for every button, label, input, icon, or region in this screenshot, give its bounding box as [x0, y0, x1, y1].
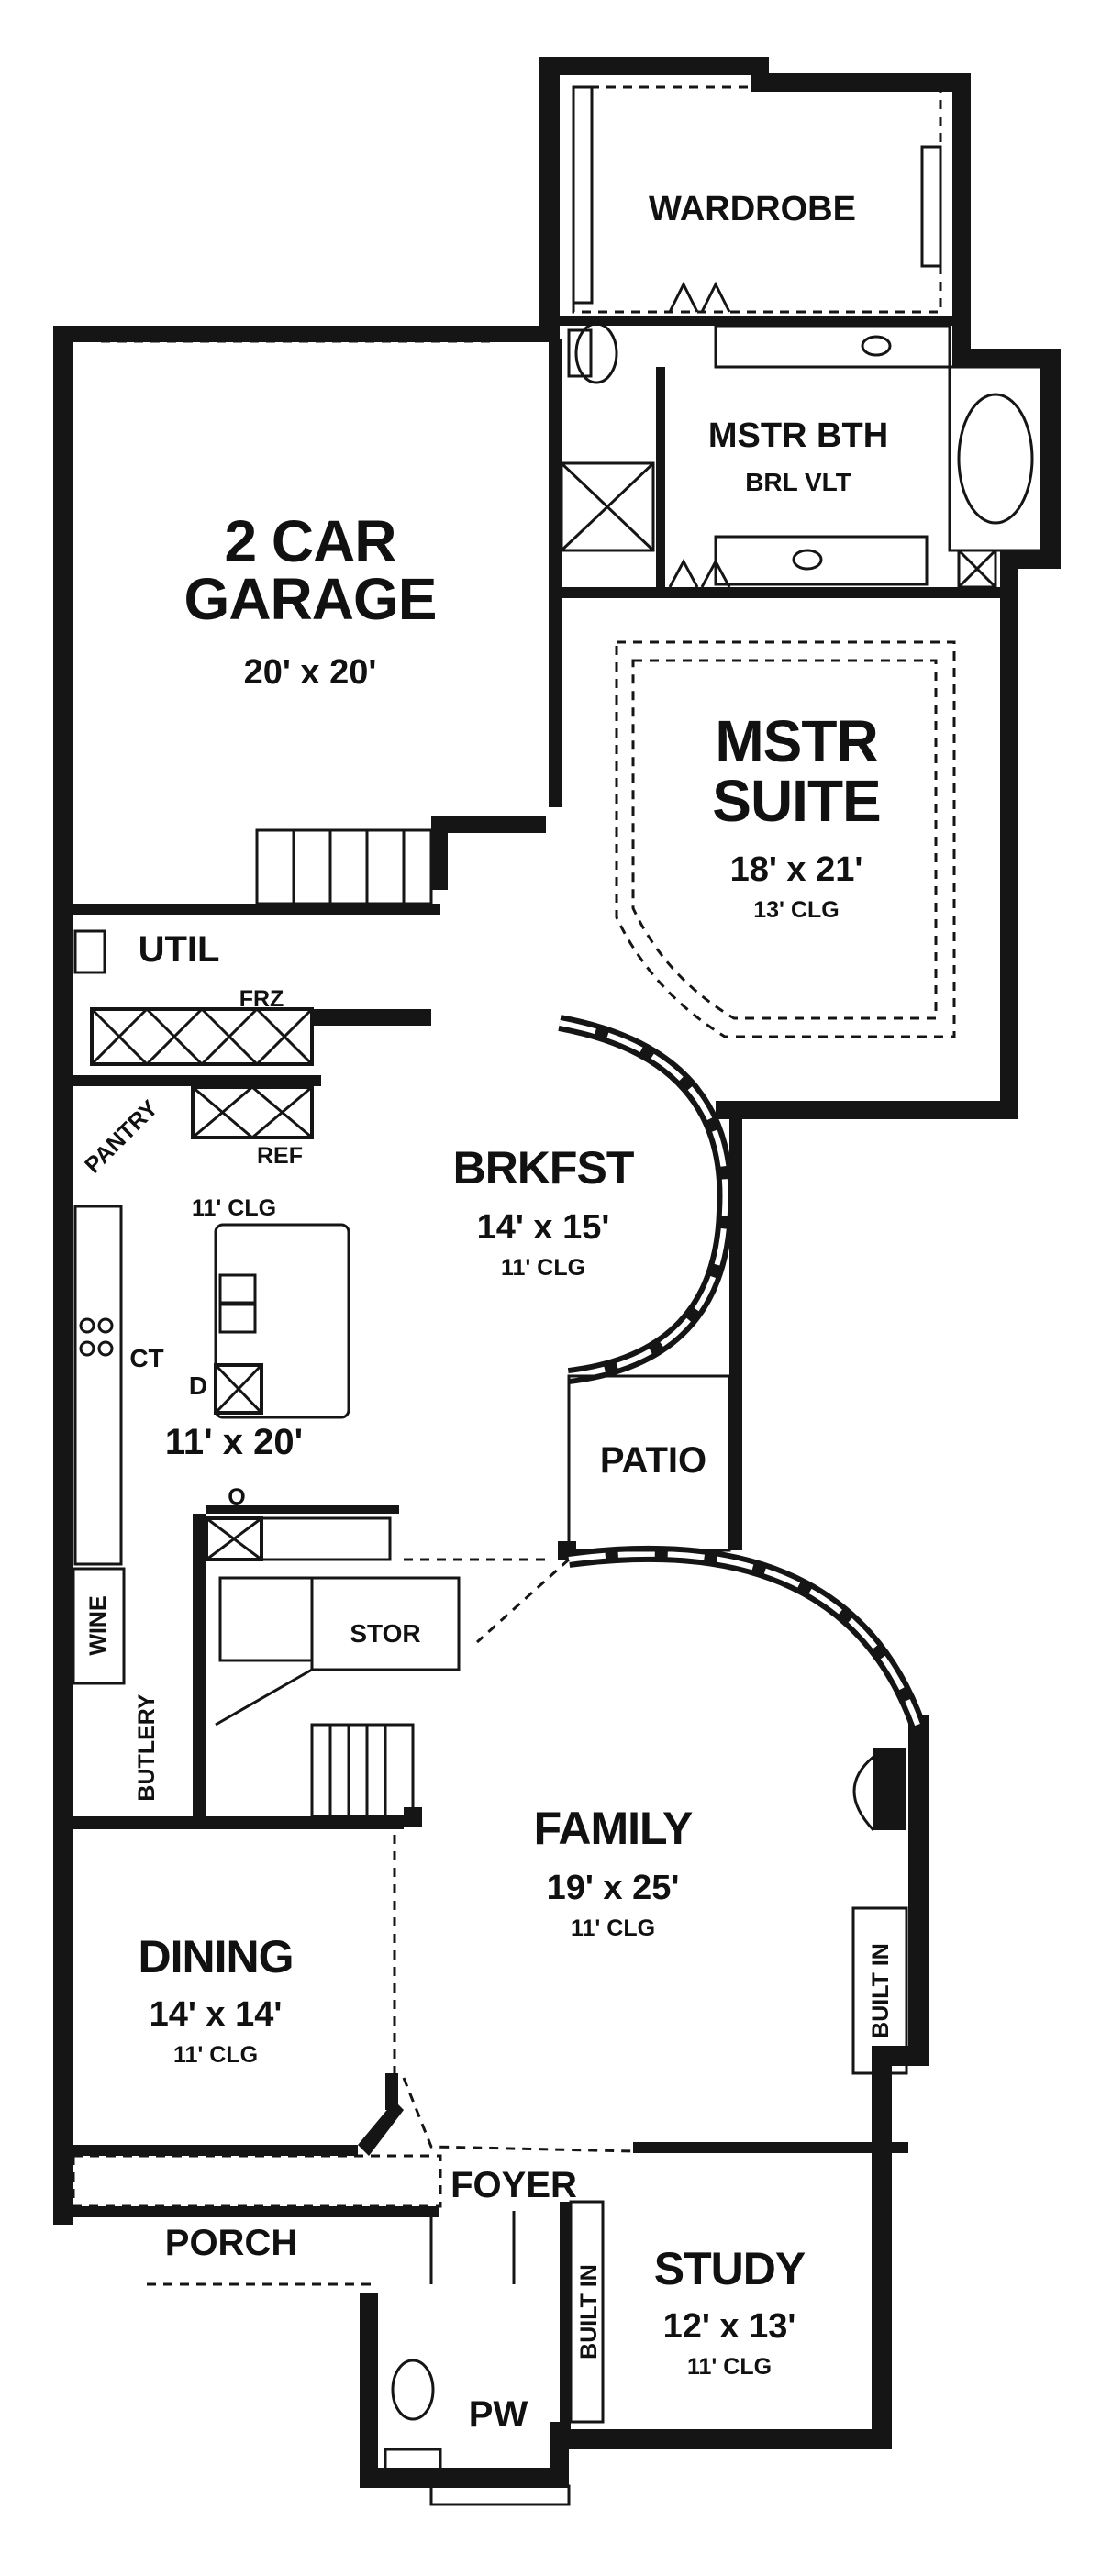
- master-suite-ceiling: 13' CLG: [753, 897, 839, 923]
- family-built-in-label: BUILT IN: [868, 1943, 894, 2038]
- freezer-label: FRZ: [239, 986, 284, 1012]
- breakfast-ceiling: 11' CLG: [501, 1255, 585, 1281]
- family-label: FAMILY: [534, 1803, 693, 1854]
- utility-label: UTIL: [139, 929, 220, 970]
- wine-label: WINE: [85, 1595, 111, 1655]
- wardrobe-label: WARDROBE: [649, 190, 856, 228]
- dining-label: DINING: [139, 1931, 294, 1982]
- master-suite-label-line1: MSTR: [715, 708, 877, 774]
- exterior-walls: [53, 57, 1061, 2488]
- master-bath-label: MSTR BTH: [708, 416, 888, 455]
- study-label: STUDY: [654, 2243, 806, 2294]
- dishwasher-label: D: [189, 1371, 207, 1400]
- garage-size: 20' x 20': [244, 653, 377, 692]
- dining-size: 14' x 14': [150, 1995, 283, 2034]
- pantry-label: PANTRY: [80, 1095, 163, 1179]
- garage-label-line2: GARAGE: [184, 566, 437, 632]
- refrigerator-label: REF: [257, 1143, 303, 1169]
- foyer-label: FOYER: [450, 2165, 577, 2205]
- cooktop-label: CT: [129, 1344, 163, 1372]
- family-ceiling: 11' CLG: [571, 1915, 655, 1941]
- storage-label: STOR: [350, 1619, 420, 1648]
- interior-walls: [73, 316, 1000, 2429]
- dining-ceiling: 11' CLG: [173, 2042, 258, 2068]
- kitchen-size: 11' x 20': [165, 1422, 303, 1462]
- master-suite-size: 18' x 21': [730, 850, 863, 889]
- master-bath-note: BRL VLT: [745, 468, 851, 496]
- porch-label: PORCH: [165, 2223, 297, 2263]
- garage-label-line1: 2 CAR: [224, 508, 395, 574]
- breakfast-size: 14' x 15': [477, 1208, 610, 1247]
- master-suite-label-line2: SUITE: [712, 768, 880, 834]
- study-ceiling: 11' CLG: [687, 2354, 772, 2380]
- study-size: 12' x 13': [663, 2307, 796, 2346]
- breakfast-label: BRKFST: [453, 1142, 634, 1194]
- room-labels: WARDROBE MSTR BTH BRL VLT 2 CAR GARAGE 2…: [80, 190, 894, 2435]
- fixtures: [72, 85, 1043, 2506]
- powder-room-label: PW: [469, 2394, 528, 2435]
- patio-label: PATIO: [600, 1440, 706, 1481]
- study-built-in-label: BUILT IN: [576, 2264, 602, 2359]
- family-size: 19' x 25': [547, 1869, 680, 1907]
- butlery-label: BUTLERY: [134, 1693, 160, 1801]
- kitchen-ceiling: 11' CLG: [192, 1195, 276, 1221]
- oven-label: O: [228, 1484, 245, 1510]
